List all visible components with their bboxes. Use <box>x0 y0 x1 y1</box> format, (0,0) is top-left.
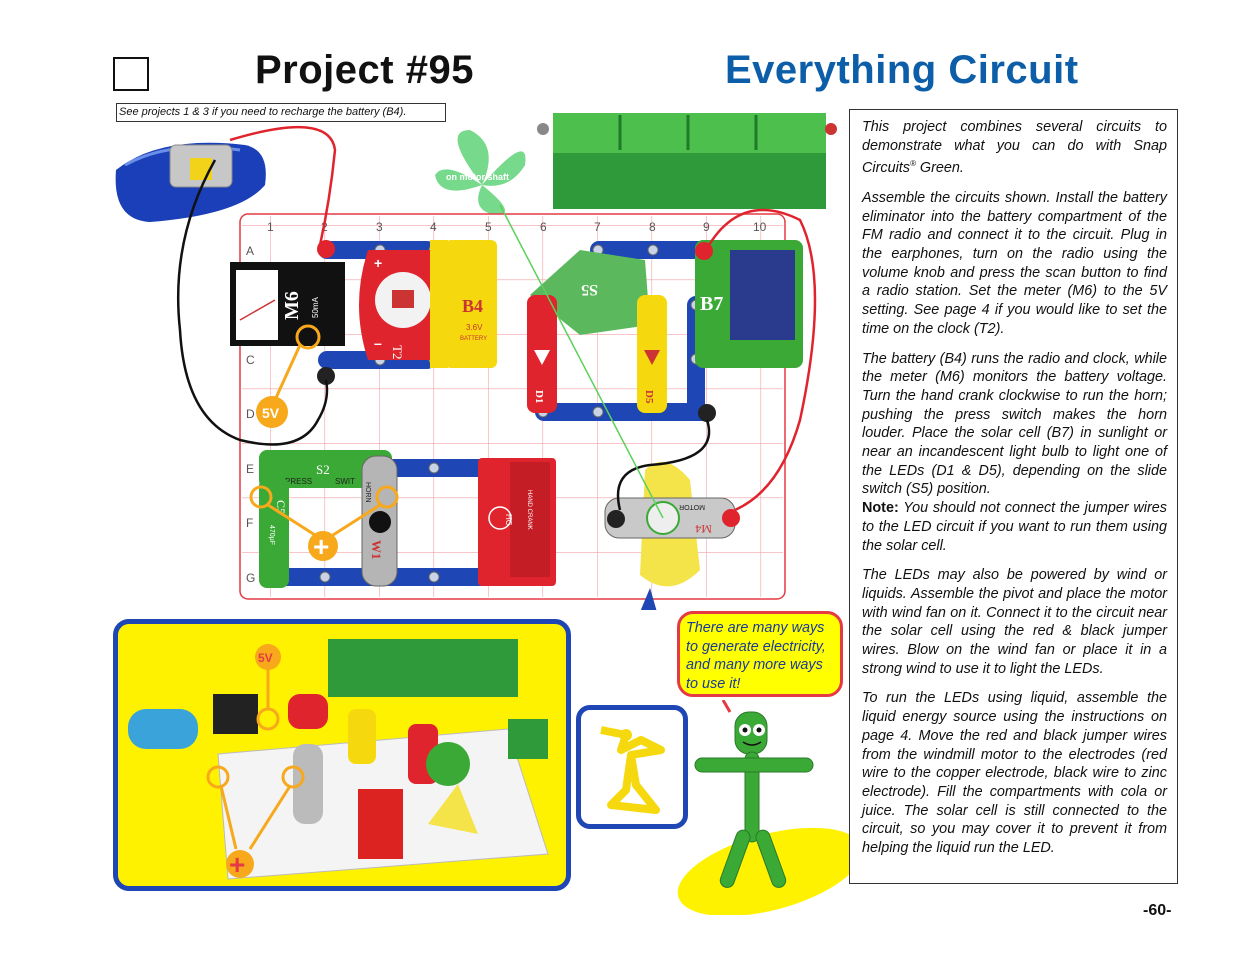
col-label: 6 <box>540 220 547 234</box>
instructions-panel: This project combines several circuits t… <box>849 109 1178 884</box>
photo-5v-badge: 5V <box>258 651 273 665</box>
col-label: 7 <box>594 220 601 234</box>
col-label: 3 <box>376 220 383 234</box>
svg-text:PRESS: PRESS <box>285 477 312 486</box>
row-label: E <box>246 462 254 476</box>
assembled-circuit-image: 5V + <box>128 639 549 880</box>
capacitor-c5: C5 470μF <box>259 478 289 588</box>
instructions-paragraph: The LEDs may also be powered by wind or … <box>862 567 1167 677</box>
col-label: 9 <box>703 220 710 234</box>
row-label: D <box>246 407 255 421</box>
note-label: Note: <box>862 500 899 517</box>
instructions-paragraph: The battery (B4) runs the radio and cloc… <box>862 350 1167 498</box>
svg-text:B7: B7 <box>700 293 723 315</box>
liquid-compartment-image <box>537 113 837 209</box>
svg-text:S2: S2 <box>316 462 330 477</box>
pointer-arrow <box>640 588 657 610</box>
svg-text:5V: 5V <box>262 405 280 421</box>
svg-text:M6: M6 <box>281 291 303 320</box>
meter-m6: M6 50mA <box>230 262 345 346</box>
photo-plus-badge: + <box>229 849 245 880</box>
fan-label: on motor shaft <box>446 172 509 182</box>
svg-text:+: + <box>313 531 329 562</box>
svg-text:T2: T2 <box>390 345 405 359</box>
instructions-paragraph: This project combines several circuits t… <box>862 119 1167 177</box>
pivot-image <box>600 726 665 814</box>
svg-text:W1: W1 <box>369 540 384 560</box>
row-label: C <box>246 353 255 367</box>
svg-text:HAND CRANK: HAND CRANK <box>526 490 532 530</box>
svg-text:BATTERY: BATTERY <box>460 336 487 342</box>
row-label: F <box>246 516 253 530</box>
clock-t2: T2 + – <box>359 250 440 360</box>
row-label: A <box>246 244 254 258</box>
svg-text:HC: HC <box>504 514 513 526</box>
battery-recharge-note: See projects 1 & 3 if you need to rechar… <box>116 103 446 122</box>
svg-text:S5: S5 <box>581 281 598 298</box>
polarity-plus-indicator: + <box>249 485 399 562</box>
svg-text:–: – <box>374 335 382 351</box>
hand-crank-hc: HC HAND CRANK <box>478 458 556 586</box>
pivot-inset <box>576 705 688 829</box>
mascot-figure <box>677 700 850 915</box>
slide-switch-s5: S5 <box>530 250 650 335</box>
wind-fan-image: on motor shaft <box>435 130 526 215</box>
col-label: 1 <box>267 220 274 234</box>
meter-5v-indicator: 5V <box>256 324 321 428</box>
col-label: 10 <box>753 220 767 234</box>
motor-m4: MOTOR M4 <box>604 497 736 539</box>
horn-w1: HORN W1 <box>361 455 398 587</box>
page-number: -60- <box>1143 902 1172 919</box>
col-label: 5 <box>485 220 492 234</box>
project-number-title: Project #95 <box>255 48 474 92</box>
circuit-diagram: on motor shaft 1 2 3 4 5 6 7 8 9 10 A B … <box>115 113 837 610</box>
svg-text:MOTOR: MOTOR <box>679 503 705 510</box>
assembled-circuit-photo: 5V + <box>113 619 571 891</box>
svg-text:D1: D1 <box>533 390 545 403</box>
row-label: G <box>246 571 255 585</box>
col-label: 4 <box>430 220 437 234</box>
col-label: 8 <box>649 220 656 234</box>
svg-text:D5: D5 <box>643 390 655 404</box>
svg-text:SWIT: SWIT <box>335 477 355 486</box>
project-checkbox[interactable] <box>113 57 149 91</box>
instructions-paragraph: To run the LEDs using liquid, assemble t… <box>862 690 1167 857</box>
solar-cell-b7: B7 <box>695 240 803 368</box>
svg-text:M4: M4 <box>695 522 712 536</box>
speech-callout: There are many ways to generate electric… <box>677 611 843 697</box>
svg-text:HORN: HORN <box>364 482 371 503</box>
svg-text:3.6V: 3.6V <box>466 323 483 332</box>
svg-text:B4: B4 <box>462 296 483 316</box>
led-d1: D1 <box>527 295 557 413</box>
led-d5: D5 <box>637 295 667 413</box>
svg-text:470μF: 470μF <box>268 525 275 545</box>
instructions-note: Note: You should not connect the jumper … <box>862 500 1167 554</box>
svg-text:50mA: 50mA <box>311 296 320 318</box>
press-switch-s2: S2 PRESS SWIT <box>259 450 392 488</box>
project-name-title: Everything Circuit <box>725 48 1079 92</box>
svg-text:+: + <box>374 255 382 271</box>
instructions-paragraph: Assemble the circuits shown. Install the… <box>862 189 1167 337</box>
battery-b4: B4 3.6V BATTERY <box>430 240 497 368</box>
fm-radio-image <box>115 142 266 222</box>
